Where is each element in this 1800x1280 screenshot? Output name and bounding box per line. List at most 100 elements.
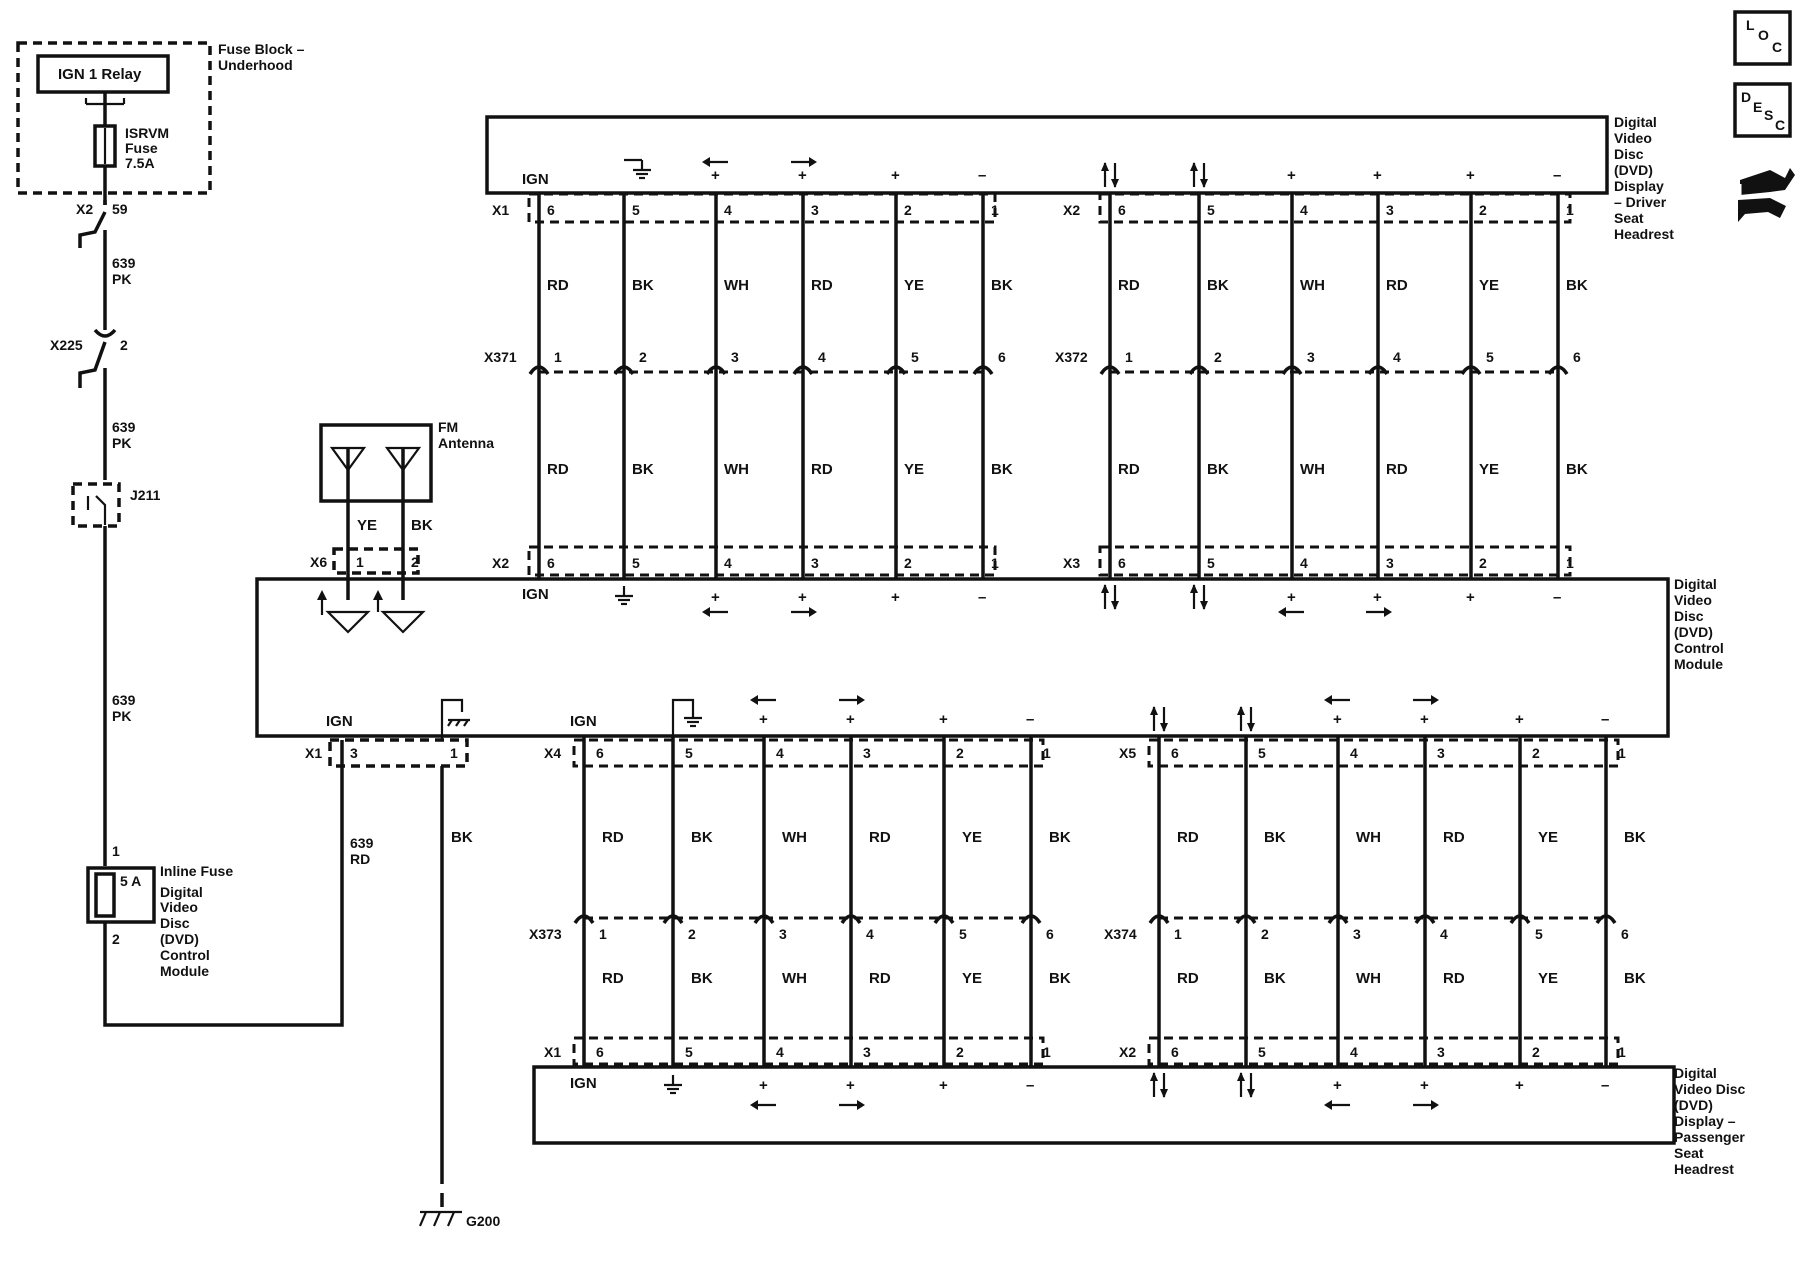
pin-symbol: +: [1466, 589, 1475, 606]
driver-display-label-line: Video: [1614, 130, 1652, 146]
wire-color-upper: BK: [1207, 277, 1229, 294]
fuse-block-title-1: Fuse Block –: [218, 41, 305, 57]
inline-fuse-label-line: Disc: [160, 915, 190, 931]
wire-color-upper: YE: [1479, 277, 1499, 294]
fm-antenna-label-2: Antenna: [438, 435, 494, 451]
pin-symbol: +: [1333, 711, 1342, 728]
wire-color-upper: RD: [1386, 277, 1408, 294]
dvd-display-driver-headrest: Digital Video Disc (DVD) Display – Drive…: [485, 114, 1674, 242]
inline-lower-pin: 3: [779, 926, 787, 942]
wire-color-upper: RD: [547, 277, 569, 294]
inline-lower-label: X373: [529, 926, 562, 942]
wire-color-lower: RD: [1177, 970, 1199, 987]
chassis-ground-icon: [440, 698, 470, 740]
cm-x1-connector: X1 3 1 BK G200: [305, 698, 500, 1229]
cm-top-conn-pin: 3: [811, 555, 819, 571]
inline-upper-label: X371: [484, 349, 517, 365]
wire-color-upper: BK: [632, 277, 654, 294]
x225-pin: 2: [120, 337, 128, 353]
desc-letter: D: [1741, 89, 1751, 105]
cm-bottom-conn-pin: 2: [956, 745, 964, 761]
antenna-input-icon: [317, 590, 426, 634]
fuse-block-underhood: Fuse Block – Underhood IGN 1 Relay ISRVM…: [16, 41, 305, 195]
control-module-label-line: Disc: [1674, 608, 1704, 624]
fm-conn-label: X6: [310, 554, 327, 570]
inline-upper-pin: 5: [911, 349, 919, 365]
left-power-circuit: X2 59 639 PK X225 2 639 PK J211 639 PK 1…: [50, 166, 374, 1027]
wire-color-lower: RD: [1443, 829, 1465, 846]
driver-conn-pin: 6: [547, 202, 555, 218]
wire-color-lower: BK: [1049, 970, 1071, 987]
wire-color-lower: YE: [962, 829, 982, 846]
fm-antenna-label-1: FM: [438, 419, 458, 435]
cm-bottom-conn-label: X4: [544, 745, 561, 761]
inline-upper-pin: 5: [1486, 349, 1494, 365]
wire-color-lower: RD: [602, 829, 624, 846]
driver-conn-pin: 2: [904, 202, 912, 218]
cm-top-conn-pin: 5: [1207, 555, 1215, 571]
pin-symbol: +: [759, 711, 768, 728]
wire-color-lower: RD: [869, 970, 891, 987]
pin-symbol: +: [1287, 589, 1296, 606]
cm-top-conn-pin: 6: [1118, 555, 1126, 571]
wire-circuit-639-b: 639: [112, 419, 136, 435]
wire-color-lower: YE: [1538, 970, 1558, 987]
cm-top-conn-pin: 4: [1300, 555, 1308, 571]
fm-antenna: FM Antenna YE BK X6 1 2: [310, 419, 494, 634]
cm-bottom-conn-pin: 4: [776, 745, 784, 761]
wire-color-lower: YE: [962, 970, 982, 987]
driver-x1-ign: IGN: [522, 171, 549, 188]
pin-symbol: –: [1553, 589, 1561, 606]
cm-bottom-conn-label: X5: [1119, 745, 1136, 761]
cm-top-conn-pin: 6: [547, 555, 555, 571]
cm-bottom-conn-pin: 5: [1258, 745, 1266, 761]
cm-bottom-conn-pin: 1: [1618, 745, 1626, 761]
driver-conn-pin: 3: [1386, 202, 1394, 218]
driver-display-label-line: Headrest: [1614, 226, 1674, 242]
inline-lower-pin: 2: [1261, 926, 1269, 942]
pin-symbol: +: [939, 711, 948, 728]
wire-color-upper: BK: [1566, 277, 1588, 294]
cm-top-conn-pin: 5: [632, 555, 640, 571]
wire-color-lower: BK: [691, 970, 713, 987]
driver-conn-label: X2: [1063, 202, 1080, 218]
pin-symbol: +: [711, 167, 720, 184]
passenger-conn-pin: 2: [956, 1044, 964, 1060]
wire-color-lower: BK: [1624, 829, 1646, 846]
passenger-display-label-line: Seat: [1674, 1145, 1704, 1161]
x2-connector-symbol: [78, 200, 107, 248]
inline-lower-pin: 3: [1353, 926, 1361, 942]
pin-symbol: +: [798, 167, 807, 184]
wire-color-lower: WH: [782, 970, 807, 987]
fm-pin-2: 2: [411, 554, 419, 570]
inline-upper-pin: 1: [554, 349, 562, 365]
passenger-conn-label: X2: [1119, 1044, 1136, 1060]
wire-color-lower: RD: [1177, 829, 1199, 846]
dvd-display-passenger-headrest: Digital Video Disc (DVD) Display – Passe…: [532, 1065, 1746, 1177]
wire-color-pk-a: PK: [112, 271, 131, 287]
driver-conn-pin: 1: [1566, 202, 1574, 218]
wire-color-lower: RD: [1443, 970, 1465, 987]
inline-fuse-pin-2: 2: [112, 931, 120, 947]
pin-symbol: –: [1026, 1077, 1034, 1094]
pin-symbol: +: [1287, 167, 1296, 184]
pin-symbol: +: [1420, 711, 1429, 728]
inline-lower-label: X374: [1104, 926, 1137, 942]
pin-symbol: +: [1373, 589, 1382, 606]
pin-symbol: +: [1515, 711, 1524, 728]
passenger-conn-pin: 1: [1618, 1044, 1626, 1060]
wire-color-lower: WH: [782, 829, 807, 846]
cm-top-conn-pin: 2: [904, 555, 912, 571]
inline-upper-pin: 3: [731, 349, 739, 365]
inline-lower-pin: 6: [1046, 926, 1054, 942]
passenger-x1-ign: IGN: [570, 1075, 597, 1092]
loc-letter: L: [1746, 17, 1755, 33]
cm-bottom-conn-pin: 3: [1437, 745, 1445, 761]
control-module-label-line: (DVD): [1674, 624, 1713, 640]
wire-circuit-639-c: 639: [112, 692, 136, 708]
inline-lower-pin: 5: [959, 926, 967, 942]
pin-symbol: –: [1553, 167, 1561, 184]
passenger-conn-pin: 6: [1171, 1044, 1179, 1060]
